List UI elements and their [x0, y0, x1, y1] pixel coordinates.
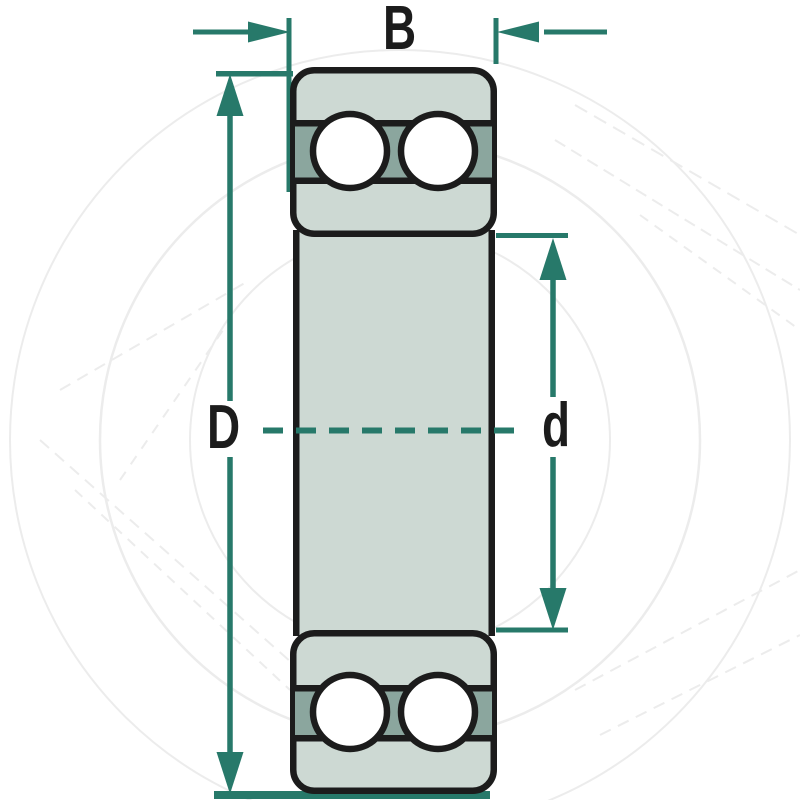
bearing-ball — [309, 671, 391, 753]
arrowhead-right-icon — [248, 21, 290, 43]
outer-ring-top-section — [290, 67, 497, 237]
b-right-extension-line — [493, 18, 499, 64]
bottom-race-lower-line — [295, 735, 492, 742]
outer-ring-bottom-section — [290, 630, 497, 794]
outer-diameter-bottom-tick — [214, 791, 490, 799]
top-race-upper-line — [295, 120, 492, 127]
dimension-width-b — [193, 21, 607, 43]
outer-diameter-top-tick — [216, 71, 293, 77]
dimension-lines — [193, 21, 607, 794]
bore-bottom-tick — [496, 627, 568, 633]
arrowhead-left-icon — [497, 21, 539, 43]
top-race-lower-line — [295, 177, 492, 184]
arrowhead-up-icon — [539, 238, 567, 280]
dimension-bore-diameter-d — [496, 233, 568, 633]
bearing-ball — [397, 671, 479, 753]
label-bore-diameter-d: d — [542, 391, 571, 460]
arrowhead-down-icon — [216, 752, 244, 794]
sleeve-right-edge — [488, 230, 495, 636]
bottom-race-upper-line — [295, 685, 492, 692]
dimension-extension-lines — [214, 18, 499, 799]
arrowhead-up-icon — [216, 74, 244, 116]
label-width-b: B — [383, 0, 417, 63]
bearing-ball — [309, 110, 391, 192]
bore-top-tick — [496, 233, 568, 238]
bearing-ball — [397, 110, 479, 192]
arrowhead-down-icon — [539, 588, 567, 630]
b-left-extension-line — [286, 18, 292, 192]
dimension-outer-diameter-d — [216, 74, 244, 794]
label-outer-diameter-d: D — [207, 393, 241, 462]
